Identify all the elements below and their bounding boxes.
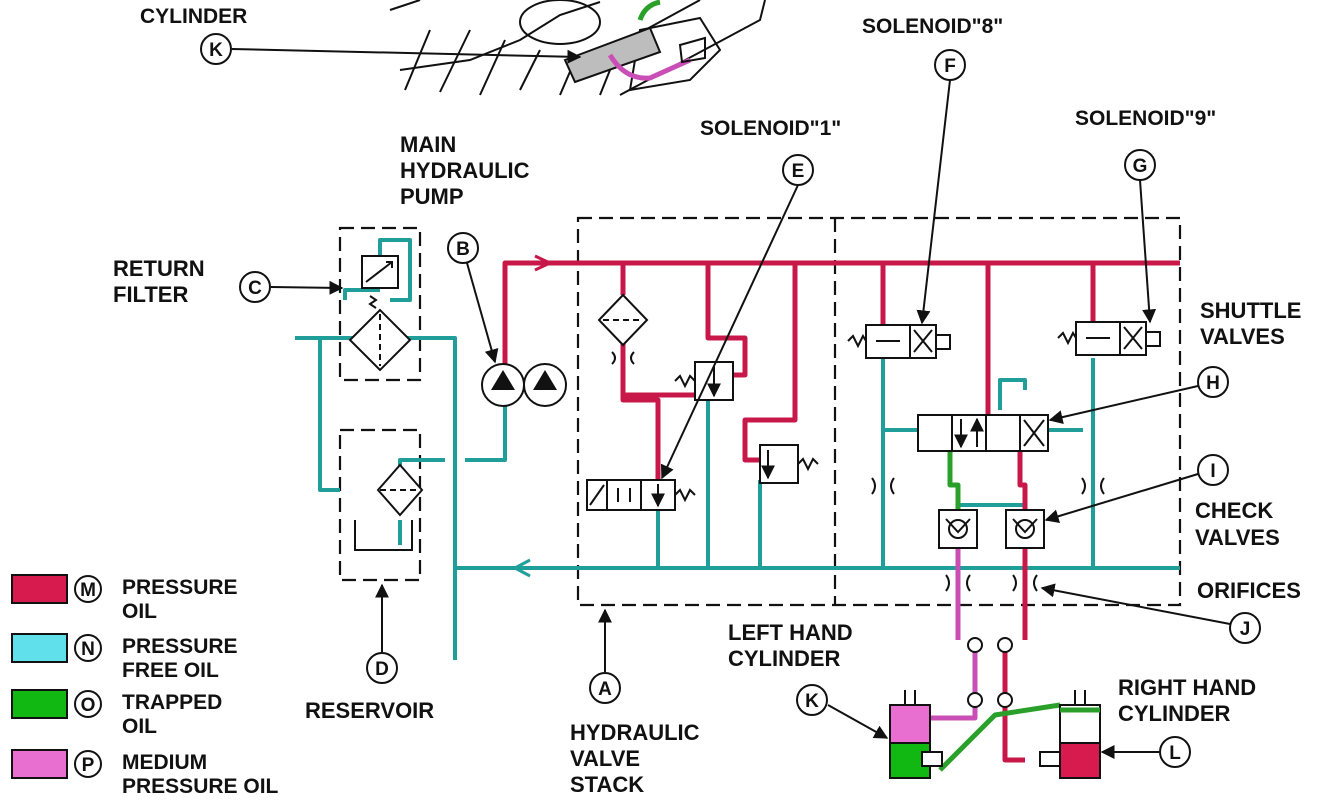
reservoir-filter-boundary (338, 226, 422, 582)
left-hand-cylinder-label-2: CYLINDER (728, 646, 841, 671)
valve-stack-boundary (576, 216, 1182, 607)
main-pump-label-2: HYDRAULIC (400, 158, 530, 183)
callout-e: E (782, 154, 814, 186)
medium-pressure-oil-lines (930, 545, 978, 721)
svg-text:K: K (209, 40, 223, 61)
pressure-oil-lines (502, 260, 1180, 763)
main-pump-label-1: MAIN (400, 132, 456, 157)
shuttle-valve-9 (1057, 321, 1161, 356)
svg-text:OIL: OIL (122, 715, 157, 738)
svg-text:OIL: OIL (122, 600, 157, 623)
callout-d: D (366, 652, 398, 684)
callout-k-top: K (200, 33, 232, 65)
legend-item-medium-pressure-oil: P MEDIUM PRESSURE OIL (11, 749, 279, 798)
svg-text:N: N (81, 639, 95, 660)
svg-text:H: H (1206, 373, 1220, 394)
valve-stack-label-2: VALVE (570, 746, 640, 771)
legend-item-pressure-oil: M PRESSURE OIL (11, 574, 238, 623)
right-hand-cylinder (1039, 690, 1101, 779)
directional-valve-h (917, 414, 1049, 452)
shuttle-valves-label-1: SHUTTLE (1200, 298, 1301, 323)
callout-c: C (239, 271, 271, 303)
valve-stack-label-3: STACK (570, 772, 644, 797)
legend: M PRESSURE OIL N PRESSURE FREE OIL O TRA… (11, 574, 279, 798)
orifices-label: ORIFICES (1197, 578, 1301, 603)
svg-text:B: B (456, 239, 470, 260)
machine-cutaway-drawing (389, 0, 766, 96)
reservoir-label: RESERVOIR (305, 698, 434, 723)
svg-text:G: G (1133, 156, 1148, 177)
callout-h: H (1197, 366, 1229, 398)
return-filter-label-2: FILTER (113, 282, 188, 307)
reservoir (354, 463, 424, 551)
callout-a: A (589, 672, 621, 704)
pressure-free-oil-lines (295, 238, 1180, 660)
main-pump-label-3: PUMP (400, 184, 464, 209)
callout-k: K (796, 684, 828, 716)
main-hydraulic-pump (481, 363, 567, 407)
svg-text:J: J (1240, 619, 1251, 640)
legend-item-pressure-free-oil: N PRESSURE FREE OIL (11, 633, 238, 682)
right-hand-cylinder-label-1: RIGHT HAND (1118, 675, 1256, 700)
left-hand-cylinder-label-1: LEFT HAND (728, 620, 853, 645)
solenoid-9-label: SOLENOID"9" (1075, 107, 1216, 130)
svg-text:E: E (792, 161, 805, 182)
svg-text:O: O (81, 695, 96, 716)
left-hand-cylinder (889, 690, 943, 779)
trapped-oil-lines (938, 445, 1061, 772)
svg-text:F: F (944, 56, 956, 77)
svg-text:A: A (598, 679, 612, 700)
solenoid-1-label: SOLENOID"1" (700, 117, 841, 140)
svg-text:FREE OIL: FREE OIL (122, 659, 219, 682)
svg-text:C: C (248, 278, 262, 299)
shuttle-valves-label-2: VALVES (1200, 324, 1285, 349)
legend-item-trapped-oil: O TRAPPED OIL (11, 689, 222, 738)
check-valves (938, 509, 1045, 549)
callout-g: G (1124, 149, 1156, 181)
return-filter (348, 255, 412, 372)
svg-text:MEDIUM: MEDIUM (122, 751, 207, 774)
svg-text:PRESSURE: PRESSURE (122, 576, 238, 599)
valve-stack-components (586, 293, 819, 511)
right-hand-cylinder-label-2: CYLINDER (1118, 701, 1231, 726)
svg-text:M: M (80, 580, 96, 601)
svg-text:L: L (1169, 743, 1181, 764)
return-flow-arrow (511, 558, 531, 578)
svg-text:PRESSURE OIL: PRESSURE OIL (122, 775, 279, 798)
svg-text:D: D (375, 659, 389, 680)
callout-j: J (1229, 612, 1261, 644)
callout-f: F (934, 49, 966, 81)
orifices (871, 477, 1105, 592)
shuttle-valve-8 (847, 324, 951, 359)
svg-text:K: K (805, 691, 819, 712)
callout-b: B (447, 232, 479, 264)
cylinder-top-label: CYLINDER (140, 5, 247, 28)
svg-text:P: P (82, 755, 95, 776)
solenoid-8-label: SOLENOID"8" (862, 15, 1003, 38)
svg-text:PRESSURE: PRESSURE (122, 635, 238, 658)
svg-text:TRAPPED: TRAPPED (122, 691, 222, 714)
check-valves-label-1: CHECK (1195, 498, 1273, 523)
quick-couplers (967, 637, 1013, 708)
callout-i: I (1197, 454, 1229, 486)
pressure-flow-arrow (534, 254, 554, 272)
check-valves-label-2: VALVES (1195, 525, 1280, 550)
svg-text:I: I (1210, 461, 1215, 482)
callout-l: L (1159, 736, 1191, 768)
return-filter-label-1: RETURN (113, 256, 205, 281)
valve-stack-label-1: HYDRAULIC (570, 720, 700, 745)
